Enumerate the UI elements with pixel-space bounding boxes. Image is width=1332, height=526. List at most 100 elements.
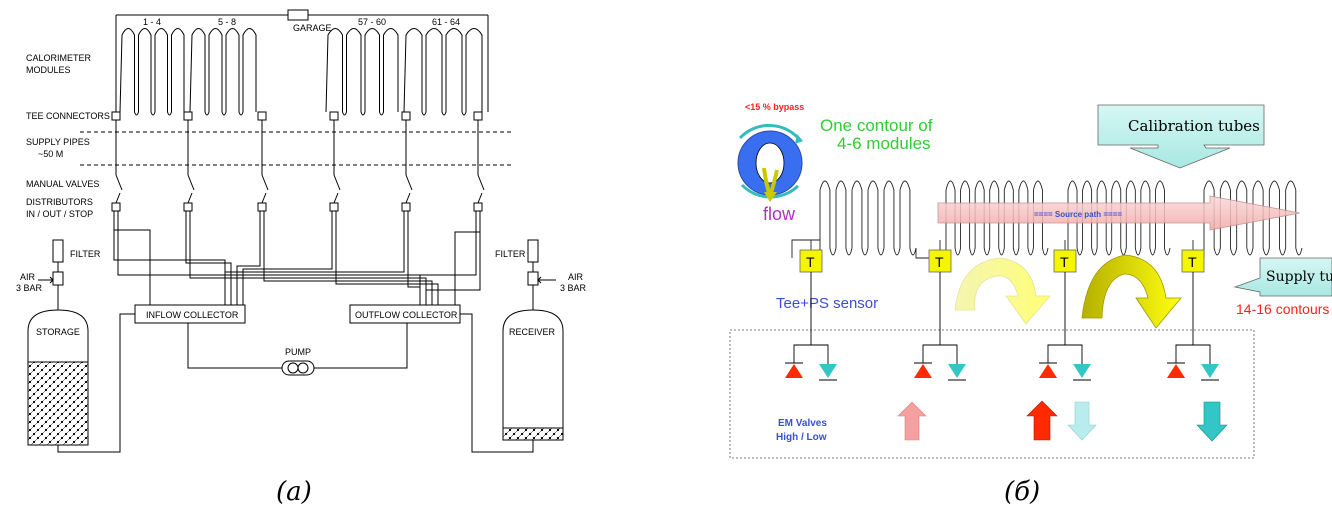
curved-arrow-light	[954, 257, 1051, 325]
distributors-label: DISTRIBUTORS	[26, 197, 93, 207]
high-valve	[785, 364, 803, 378]
contours-label: 14-16 contours	[1236, 301, 1329, 317]
tee-connector	[183, 111, 193, 121]
low-valve	[819, 364, 837, 378]
arrow-down-cyan	[1196, 401, 1228, 442]
panel-a-labels: GARAGE 1 - 4 5 - 8 57 - 60 61 - 64 CALOR…	[16, 17, 587, 507]
low-valve	[948, 364, 966, 378]
manual-valves-label: MANUAL VALVES	[26, 179, 99, 189]
filter-left-label: FILTER	[70, 249, 101, 259]
manual-valves	[111, 120, 485, 212]
tee-connector	[401, 111, 411, 121]
manual-valve	[477, 174, 485, 191]
tee-letter: T	[1188, 254, 1197, 270]
supply-pipes-label: SUPPLY PIPES	[26, 137, 90, 147]
collector-pipes	[113, 211, 481, 305]
in-out-stop-label: IN / OUT / STOP	[26, 209, 93, 219]
manual-valve	[333, 174, 341, 191]
module-coils	[791, 180, 1303, 259]
manual-valve	[261, 174, 269, 191]
supply-tubes-label: Supply tubes	[1266, 269, 1332, 285]
arrow-down-light-cyan	[1067, 401, 1097, 441]
module-coil	[1067, 180, 1171, 258]
module-coil	[945, 180, 1049, 258]
arrow-up-red	[1026, 400, 1058, 441]
tee-box: T	[928, 249, 952, 273]
source-path-arrow	[937, 195, 1301, 231]
distributor	[183, 202, 193, 212]
em-valve-box	[729, 329, 1255, 459]
air-right-label: AIR	[568, 272, 584, 282]
distributor	[473, 202, 483, 212]
manual-valve	[115, 174, 123, 191]
tee-letter: T	[1060, 254, 1069, 270]
bypass-label: <15 % bypass	[745, 102, 804, 112]
filter-right-box	[527, 239, 539, 263]
air-left-label: AIR	[20, 272, 36, 282]
tee-connector	[111, 111, 121, 121]
source-path-label: ==== Source path ====	[1034, 210, 1122, 219]
air-left-pressure: 3 BAR	[16, 283, 43, 293]
storage-liquid	[27, 361, 89, 446]
calibration-callout	[1097, 104, 1265, 169]
receiver-return-pipe	[460, 313, 534, 453]
em-high-low-label: High / Low	[776, 432, 827, 443]
tee-sensor-label: Tee+PS sensor	[776, 295, 878, 312]
pump-label: PUMP	[285, 347, 311, 357]
garage-label: GARAGE	[293, 23, 332, 33]
tee-connector	[329, 111, 339, 121]
panel-b-diagram: <15 % bypass flow One contour of 4-6 mod…	[729, 102, 1332, 459]
caption-b: (б)	[1004, 477, 1040, 507]
low-valve	[1073, 364, 1091, 378]
tee-letter: T	[806, 254, 815, 270]
supply-length-label: ~50 M	[38, 149, 63, 159]
distributor	[111, 202, 121, 212]
module-serpentine	[325, 28, 399, 116]
storage-return-pipe	[57, 313, 135, 453]
supply-tubes-callout	[1233, 257, 1332, 297]
distributor	[401, 202, 411, 212]
modules-label: MODULES	[26, 65, 71, 75]
high-valve	[1167, 364, 1185, 378]
contour-label-2: 4-6 modules	[837, 134, 931, 153]
curved-arrow-strong	[1081, 254, 1182, 329]
module-serpentine	[189, 28, 257, 116]
tee-connectors-label: TEE CONNECTORS	[26, 111, 110, 121]
panel-a-diagram	[27, 9, 564, 453]
manual-valve	[187, 174, 195, 191]
em-valves-label: EM Valves	[778, 418, 827, 429]
distributor	[329, 202, 339, 212]
filter-left-box	[52, 239, 64, 263]
tee-letter: T	[935, 254, 944, 270]
tee-box: T	[1181, 249, 1205, 273]
receiver-label: RECEIVER	[509, 327, 556, 337]
module-coil	[1203, 180, 1303, 258]
distributor	[257, 202, 267, 212]
filter-right-label: FILTER	[495, 249, 526, 259]
manual-valve	[405, 174, 413, 191]
contour-label-1: One contour of	[820, 116, 933, 135]
flow-label: flow	[763, 204, 796, 224]
tee-box: T	[799, 249, 823, 273]
tee-connector	[473, 111, 483, 121]
arrow-up-light-red	[897, 401, 927, 441]
tee-connector	[257, 111, 267, 121]
garage-box	[287, 9, 309, 21]
inflow-collector-label: INFLOW COLLECTOR	[146, 310, 239, 320]
group-label-2: 5 - 8	[218, 17, 236, 27]
outflow-collector-label: OUTFLOW COLLECTOR	[355, 310, 458, 320]
em-valves	[785, 272, 1219, 381]
pump-loop	[187, 323, 408, 369]
calorimeter-label: CALORIMETER	[26, 53, 92, 63]
module-serpentine	[403, 28, 483, 116]
high-valve	[1039, 364, 1057, 378]
calibration-label: Calibration tubes	[1128, 117, 1260, 135]
caption-a: (a)	[276, 477, 312, 507]
tee-box: T	[1053, 249, 1077, 273]
high-valve	[914, 364, 932, 378]
group-label-3: 57 - 60	[358, 17, 386, 27]
group-label-4: 61 - 64	[432, 17, 460, 27]
receiver-tank	[502, 309, 564, 441]
